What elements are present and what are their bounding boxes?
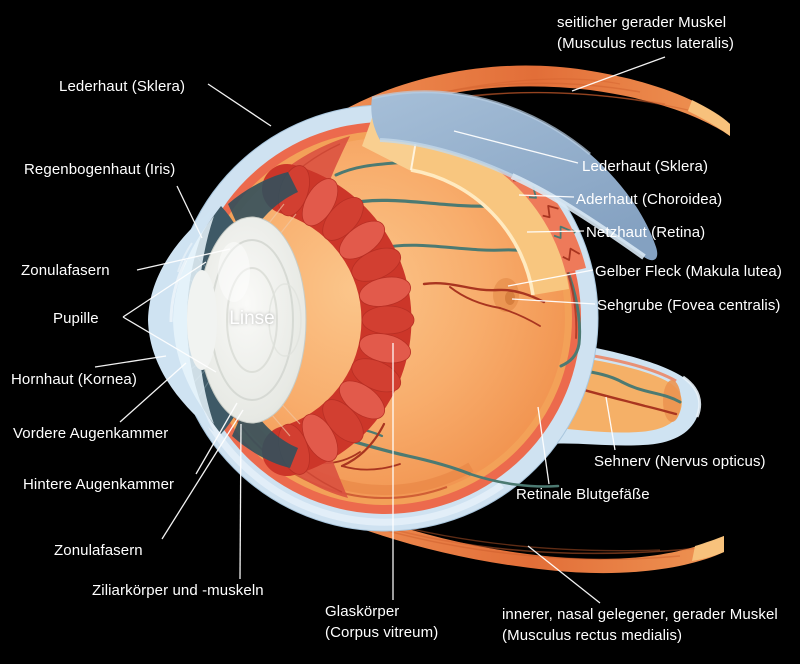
retina-cut-band [411, 135, 569, 295]
cutaway-layers [362, 90, 658, 296]
leader-zonula-lower [161, 409, 244, 540]
retinal-vessels [298, 152, 582, 488]
label-line: (Musculus rectus lateralis) [557, 35, 734, 52]
label-sehgrube: Sehgrube (Fovea centralis) [597, 297, 781, 314]
leader-hintere-kammer [195, 402, 238, 475]
leader-pupille-lower [122, 316, 217, 373]
label-line: (Corpus vitreum) [325, 624, 439, 641]
leader-ziliarkoerper [239, 423, 242, 580]
lateral-rectus-muscle [340, 65, 730, 136]
label-iris: Regenbogenhaut (Iris) [24, 161, 176, 178]
leader-vordere-kammer [119, 362, 187, 423]
leader-sehnerv [605, 396, 616, 451]
label-rectus-lateralis: seitlicher gerader Muskel (Musculus rect… [557, 12, 734, 54]
leader-sklera-right [453, 130, 579, 164]
label-sklera-left: Lederhaut (Sklera) [59, 78, 186, 95]
label-zonula-lower: Zonulafasern [54, 542, 143, 559]
label-ziliarkoerper: Ziliarkörper und -muskeln [92, 582, 264, 599]
fovea-centralis [505, 291, 515, 305]
anterior-segment [148, 136, 415, 498]
label-line: Glaskörper [325, 603, 400, 620]
label-aderhaut: Aderhaut (Choroidea) [576, 191, 723, 208]
leader-aderhaut [518, 194, 575, 198]
label-zonula-upper: Zonulafasern [21, 262, 110, 279]
label-netzhaut: Netzhaut (Retina) [586, 224, 706, 241]
leader-gelber-fleck [507, 269, 594, 287]
leader-sehgrube [511, 298, 596, 305]
label-line: (Musculus rectus medialis) [502, 627, 683, 644]
leader-hornhaut [94, 355, 167, 368]
leader-zonula-upper [136, 248, 231, 271]
label-line: seitlicher gerader Muskel [557, 14, 727, 31]
leader-netzhaut [526, 230, 585, 233]
leader-iris [176, 185, 203, 239]
label-sehnerv: Sehnerv (Nervus opticus) [594, 453, 766, 470]
leader-lines [94, 56, 666, 604]
label-line: innerer, nasal gelegener, gerader Muskel [502, 606, 778, 623]
label-linse: Linse [229, 308, 275, 329]
label-hintere-kammer: Hintere Augenkammer [23, 476, 175, 493]
leader-rectus-lateralis [571, 56, 666, 92]
ciliary-processes [278, 165, 415, 475]
leader-rectus-medialis [527, 545, 601, 604]
label-vordere-kammer: Vordere Augenkammer [13, 425, 169, 442]
label-sklera-right: Lederhaut (Sklera) [582, 158, 709, 175]
label-hornhaut: Hornhaut (Kornea) [11, 371, 137, 388]
label-rectus-medialis: innerer, nasal gelegener, gerader Muskel… [502, 604, 778, 646]
label-retinale-blutgefaesse: Retinale Blutgefäße [516, 486, 650, 503]
macula-lutea [493, 278, 519, 312]
label-pupille: Pupille [53, 310, 99, 327]
label-glaskoerper: Glaskörper (Corpus vitreum) [325, 601, 438, 643]
label-gelber-fleck: Gelber Fleck (Makula lutea) [595, 263, 782, 280]
leader-pupille-upper [122, 261, 207, 318]
leader-sklera-left [207, 83, 272, 127]
leader-retinale-blutgefaesse [537, 406, 550, 485]
lens [187, 216, 307, 424]
